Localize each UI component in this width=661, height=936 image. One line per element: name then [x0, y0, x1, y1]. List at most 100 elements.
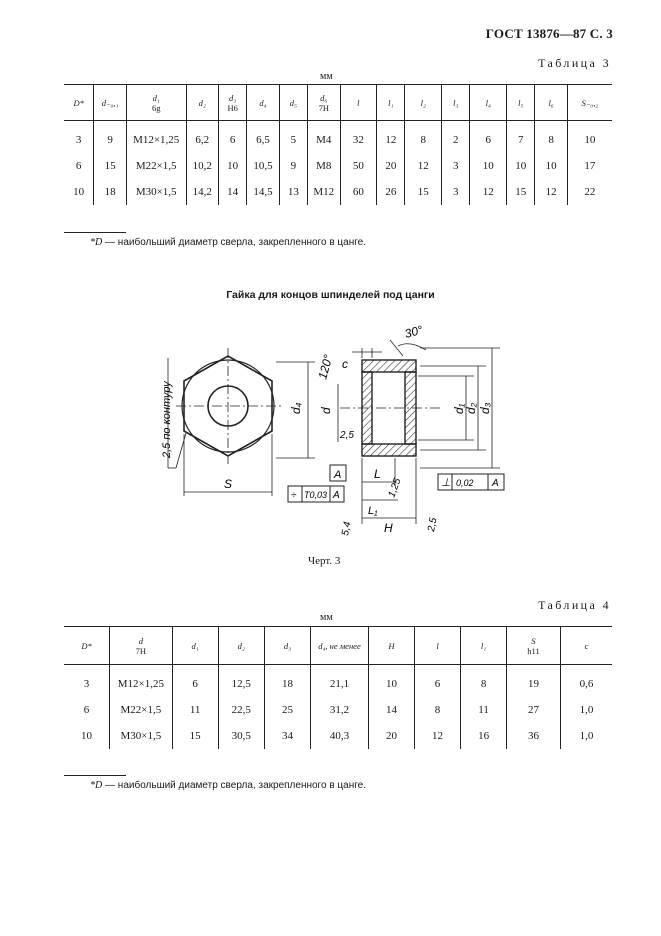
label-r54: 5,4: [340, 520, 353, 536]
table-cell: 16: [460, 723, 507, 749]
column-header: l: [436, 640, 439, 651]
column-header: H: [388, 640, 395, 651]
table3-col-9: l₁: [376, 84, 405, 121]
datum-a: A: [333, 469, 341, 481]
table4-col-8: l₁: [460, 626, 507, 665]
drawing-caption: Черт. 3: [308, 555, 341, 567]
table-cell: 15: [506, 179, 535, 205]
table3-footnote: *D — наибольший диаметр сверла, закрепле…: [90, 237, 366, 248]
table3-unit: мм: [320, 71, 333, 82]
table-cell: 10: [469, 153, 507, 179]
table-cell: 10,5: [246, 153, 280, 179]
table-cell: 8: [404, 120, 442, 153]
table-cell: 6: [469, 120, 507, 153]
label-angle120: 120°: [315, 353, 335, 381]
table-cell: 8: [413, 697, 461, 723]
column-header: D*: [73, 97, 84, 108]
table-cell: 10: [566, 120, 612, 153]
table3-label: Таблица 3: [538, 56, 611, 70]
table-cell: 15: [171, 723, 219, 749]
table-cell: 10: [73, 186, 85, 198]
column-header: l₆: [548, 97, 554, 108]
table-cell: 30,5: [217, 723, 265, 749]
table-cell: M30×1,5: [109, 723, 173, 749]
table-cell: 32: [339, 120, 377, 153]
table-cell: 11: [171, 697, 219, 723]
table-cell: 20: [376, 153, 405, 179]
table-cell: 3: [83, 678, 90, 690]
column-header: d₁: [152, 92, 160, 103]
table-cell: M12: [307, 179, 341, 205]
table-cell: 6: [83, 704, 90, 716]
table-cell: 8: [534, 120, 568, 153]
table-cell: 12: [413, 723, 461, 749]
table-cell: M4: [307, 120, 341, 153]
table-cell: 6,5: [246, 120, 280, 153]
column-header: l₃: [453, 97, 459, 108]
table-cell: 27: [506, 697, 561, 723]
table-cell: 25: [263, 697, 311, 723]
table-cell: 3: [75, 134, 82, 146]
column-header: l₁: [480, 640, 487, 651]
table-cell: 14,5: [246, 179, 280, 205]
label-d: d: [319, 407, 333, 414]
table-cell: 21,1: [309, 664, 369, 697]
table3-col-3: d₂: [185, 84, 219, 121]
table4-footnote-rule: [64, 775, 126, 776]
table-cell: 1,0: [559, 723, 612, 749]
column-header: d₁: [191, 640, 199, 651]
column-header: d₅: [289, 97, 298, 108]
table-cell: 3: [441, 153, 470, 179]
column-header: d₃: [229, 92, 237, 103]
table3-col-0: D*: [64, 84, 94, 121]
column-subheader: h11: [527, 645, 540, 656]
table-cell: 6: [218, 120, 247, 153]
label-d1: d₁: [452, 403, 466, 414]
tol-perp-value: 0,02: [456, 478, 474, 488]
table3-col-10: l₂: [404, 84, 442, 121]
drawing-title: Гайка для концов шпинделей под цанги: [226, 289, 435, 301]
label-angle30: 30°: [403, 323, 424, 341]
table-cell: 34: [263, 723, 311, 749]
label-h: H: [384, 521, 393, 535]
label-d4: d₄: [289, 402, 303, 414]
table-cell: 6: [413, 664, 461, 697]
column-header: S: [531, 635, 536, 646]
table-cell: 10,2: [185, 153, 219, 179]
footnote-symbol: *D: [90, 237, 103, 248]
table-cell: M12×1,25: [109, 664, 173, 697]
column-header: d₃: [283, 640, 292, 651]
label-chamfer: 1,25: [386, 477, 403, 499]
column-header: l: [357, 97, 360, 108]
tol-symmetry-value: T0,03: [304, 490, 327, 500]
table4-col-7: l: [413, 626, 461, 665]
label-d3: d₃: [478, 402, 492, 414]
table-cell: 50: [339, 153, 377, 179]
footnote-text: — наибольший диаметр сверла, закрепленно…: [102, 237, 366, 248]
table-cell: 12: [534, 179, 568, 205]
column-header: d₄: [259, 97, 267, 108]
column-header: S₋₀,₂: [581, 97, 599, 108]
table-cell: 9: [278, 153, 308, 179]
label-s: S: [224, 477, 232, 491]
table-cell: 3: [441, 179, 470, 205]
column-header: l₄: [485, 97, 491, 108]
table-cell: 10: [534, 153, 568, 179]
table-cell: 6,2: [185, 120, 219, 153]
table-cell: 1,0: [559, 697, 612, 723]
table-cell: 6: [171, 664, 219, 697]
column-header: c: [584, 640, 589, 651]
table-cell: 10: [367, 664, 415, 697]
table4-unit: мм: [320, 612, 333, 623]
table-cell: M12×1,25: [125, 120, 187, 153]
column-header: l₁: [388, 97, 394, 108]
table-cell: 12: [469, 179, 507, 205]
column-subheader: 7H: [135, 645, 147, 656]
table-cell: 40,3: [309, 723, 369, 749]
tol-perp-datum: A: [491, 478, 499, 489]
